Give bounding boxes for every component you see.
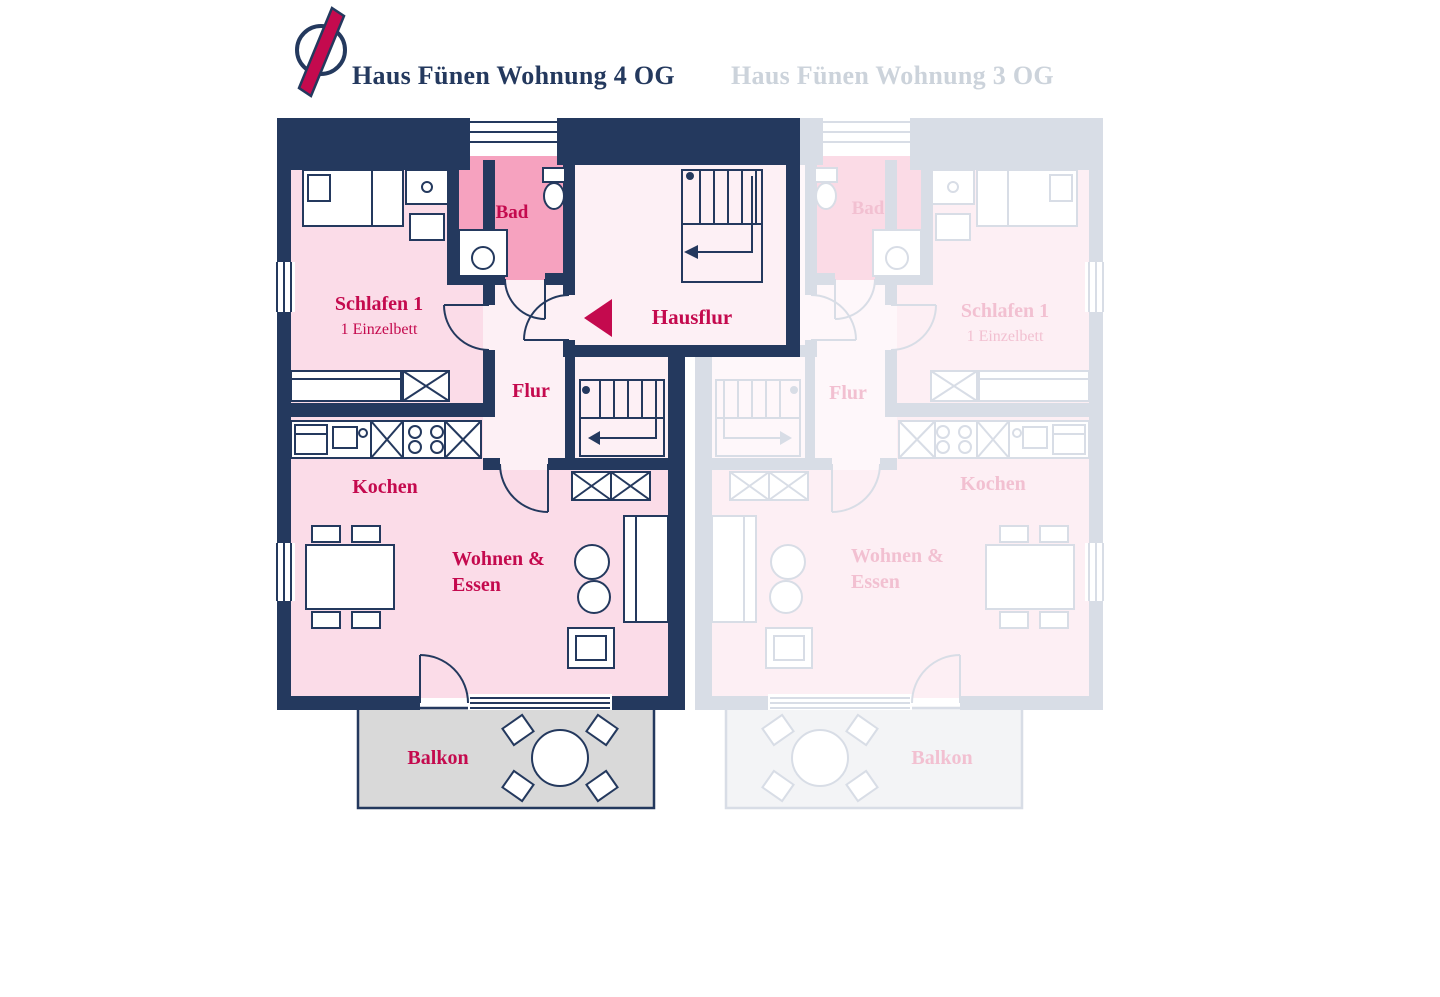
room-label-wohnen-essen-1: Wohnen & — [452, 548, 545, 570]
room-label-flur-faded: Flur — [829, 382, 867, 404]
room-label-bad: Bad — [496, 202, 529, 223]
room-label-wohnen-essen-2: Essen — [452, 574, 501, 596]
room-label-schlafen: Schlafen 1 — [335, 293, 423, 315]
room-label-balkon-faded: Balkon — [911, 747, 972, 769]
logo[interactable] — [291, 6, 353, 98]
room-label-flur: Flur — [512, 380, 550, 402]
room-label-wohnen-essen-2-faded: Essen — [851, 571, 900, 593]
tab-wohnung-3-og[interactable]: Haus Fünen Wohnung 3 OG — [731, 61, 1054, 90]
room-label-einzelbett-faded: 1 Einzelbett — [967, 328, 1044, 345]
room-label-wohnen-essen-1-faded: Wohnen & — [851, 545, 944, 567]
room-labels-4og: Bad Schlafen 1 1 Einzelbett Hausflur Flu… — [335, 202, 732, 769]
room-label-schlafen-faded: Schlafen 1 — [961, 300, 1049, 322]
room-label-hausflur: Hausflur — [652, 305, 733, 329]
logo-stripe — [297, 6, 346, 98]
room-label-balkon: Balkon — [407, 747, 468, 769]
room-label-einzelbett: 1 Einzelbett — [341, 321, 418, 338]
room-labels-3og: Bad Schlafen 1 1 Einzelbett Flur Kochen … — [829, 198, 1049, 769]
room-label-kochen-faded: Kochen — [960, 473, 1026, 495]
tab-wohnung-4-og[interactable]: Haus Fünen Wohnung 4 OG — [352, 61, 675, 90]
room-label-kochen: Kochen — [352, 476, 418, 498]
room-label-bad-faded: Bad — [852, 198, 885, 219]
